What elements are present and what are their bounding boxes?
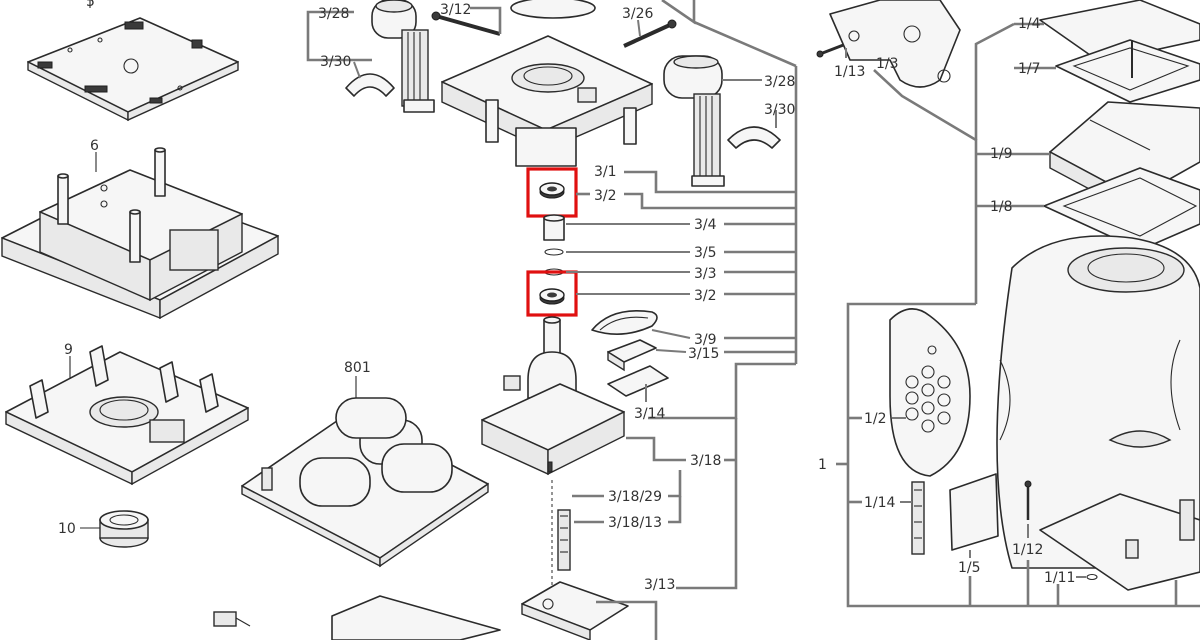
part-1-7-gasket (1055, 39, 1200, 103)
part-joystick-module (481, 316, 625, 476)
label-1-7: 1/7 (1018, 61, 1041, 77)
label-3-15: 3/15 (688, 346, 719, 362)
part-base-plate-right (1039, 493, 1200, 591)
part-3-28-motor-left (371, 0, 435, 113)
part-1-main-housing (996, 235, 1200, 569)
label-3-2-lower: 3/2 (694, 288, 717, 304)
part-3-28-motor-right (663, 55, 725, 187)
part-1-11-washer (1086, 573, 1098, 581)
part-3-30-clip-right (727, 126, 781, 149)
label-1-2: 1/2 (864, 411, 887, 427)
part-3-2-bearing-upper (539, 182, 565, 199)
part-3-2-bearing-lower (539, 288, 565, 305)
label-3-3: 3/3 (694, 266, 717, 282)
label-1-11: 1/11 (1044, 570, 1075, 586)
label-3-30-right: 3/30 (764, 102, 795, 118)
part-3-15-block (607, 339, 657, 372)
part-3-14-plate (607, 365, 669, 397)
part-801-battery-pack (241, 397, 489, 568)
part-6-housing-base (1, 147, 279, 320)
label-part-801: 801 (344, 360, 371, 376)
label-1-3: 1/3 (876, 56, 899, 72)
label-1-5: 1/5 (958, 560, 981, 576)
label-3-14: 3/14 (634, 406, 666, 422)
label-3-12: 3/12 (440, 2, 471, 18)
label-3-4: 3/4 (694, 217, 717, 233)
part-10-nut (99, 510, 149, 548)
part-3-18-13-spring (557, 509, 571, 571)
part-3-4-spacer (543, 214, 565, 241)
label-1-4: 1/4 (1018, 16, 1041, 32)
part-1-2-keypad-cover (889, 308, 971, 477)
label-1-8: 1/8 (990, 199, 1013, 215)
label-3-28-right: 3/28 (764, 74, 795, 90)
label-1-9: 1/9 (990, 146, 1013, 162)
part-3-13-bracket (521, 581, 629, 640)
label-3-30-left: 3/30 (320, 54, 351, 70)
label-part-1: 1 (818, 457, 827, 473)
label-3-13: 3/13 (644, 577, 675, 593)
label-part-9: 9 (64, 342, 73, 358)
label-1-13: 1/13 (834, 64, 865, 80)
part-3-9-belt (591, 310, 658, 335)
label-part-6: 6 (90, 138, 99, 154)
label-part-10: 10 (58, 521, 76, 537)
part-3-26-shaft (623, 19, 677, 48)
label-3-2-upper: 3/2 (594, 188, 617, 204)
part-1-5-panel (949, 473, 999, 551)
label-3-26: 3/26 (622, 6, 654, 22)
part-9-inner-frame (5, 345, 249, 486)
label-3-1: 3/1 (594, 164, 617, 180)
callout-labels: 3/28 3/12 3/26 3/30 3/28 3/30 3/1 3/2 3/… (318, 2, 1075, 593)
label-3-18-13: 3/18/13 (608, 515, 662, 531)
label-3-9: 3/9 (694, 332, 717, 348)
label-3-5: 3/5 (694, 245, 717, 261)
part-1-13-screw (816, 42, 847, 58)
part-3-5-washer (544, 248, 564, 256)
label-3-18: 3/18 (690, 453, 721, 469)
label-3-18-29: 3/18/29 (608, 489, 662, 505)
part-1-3-bracket (829, 0, 961, 88)
label-3-28-left: 3/28 (318, 6, 349, 22)
part-gimbal-frame (441, 35, 653, 167)
part-5-circuit-board (27, 17, 239, 122)
part-3-12-shaft (431, 11, 501, 36)
label-1-12: 1/12 (1012, 542, 1043, 558)
label-1-14: 1/14 (864, 495, 896, 511)
part-1-12-screw (1024, 480, 1032, 520)
part-top-gear (510, 0, 596, 19)
part-3-30-clip-left (345, 73, 395, 97)
part-partial-bottom (213, 595, 501, 640)
label-part-5: 5 (86, 0, 95, 10)
part-1-14-flex-cable (911, 481, 925, 555)
leader-lines (306, 0, 1200, 640)
